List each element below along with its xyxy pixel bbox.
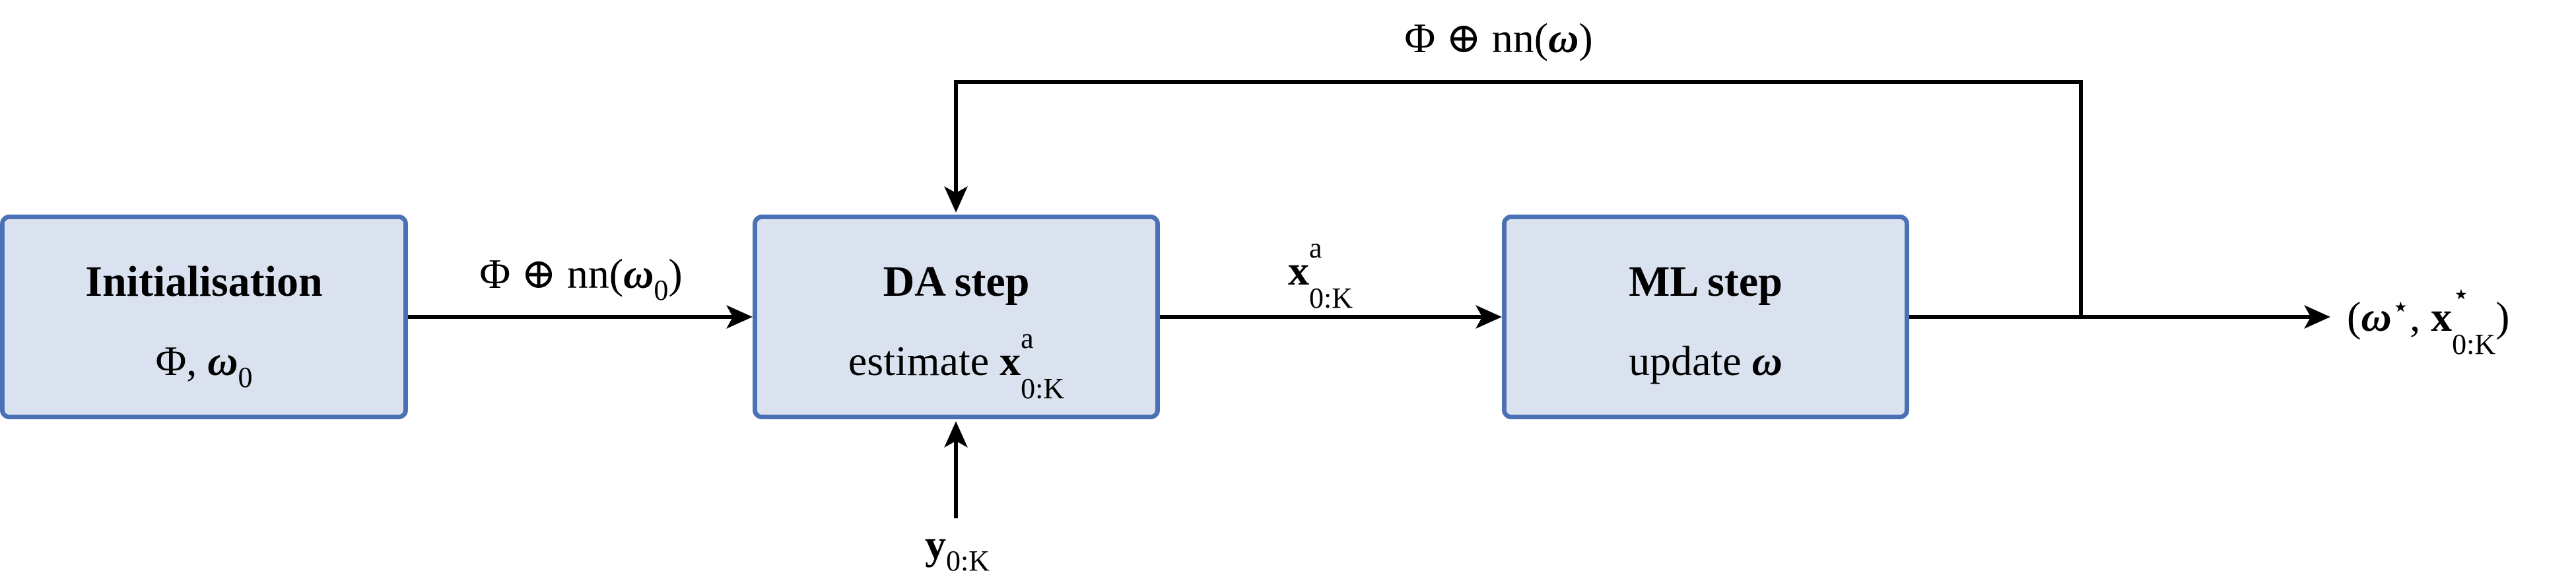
analysis-subscript: 0:K bbox=[1021, 372, 1065, 405]
state-scripts: ⋆ 0:K bbox=[2452, 280, 2495, 359]
omega-symbol: ω bbox=[1548, 15, 1579, 61]
ml-step-title: ML step bbox=[1629, 257, 1782, 306]
analysis-state-symbol: x bbox=[1288, 247, 1309, 294]
arrow-feedback-loop bbox=[944, 80, 2083, 317]
output-label: (ω⋆, x⋆0:K) bbox=[2347, 280, 2571, 359]
analysis-superscript: a bbox=[1021, 322, 1034, 355]
observation-symbol: y bbox=[925, 521, 946, 568]
omega-index: 0 bbox=[654, 274, 669, 306]
analysis-state-scripts: a 0:K bbox=[1021, 324, 1064, 403]
omega-symbol: ω bbox=[1751, 337, 1782, 384]
ml-step-box: ML step update ω bbox=[1502, 215, 1909, 419]
omega-symbol: ω bbox=[2361, 293, 2392, 340]
initialisation-title: Initialisation bbox=[85, 257, 323, 306]
omega-index: 0 bbox=[238, 361, 253, 394]
init-to-da-label: Φ ⊕ nn(ω0) bbox=[449, 248, 713, 306]
analysis-state-scripts: a 0:K bbox=[1309, 234, 1353, 313]
optimal-star: ⋆ bbox=[2391, 291, 2410, 323]
analysis-state-symbol: x bbox=[1000, 337, 1021, 384]
phi-symbol: Φ, bbox=[155, 337, 208, 384]
feedback-label: Φ ⊕ nn(ω) bbox=[1367, 12, 1631, 65]
da-step-title: DA step bbox=[883, 257, 1030, 306]
arrow-ml-to-output bbox=[1909, 305, 2330, 329]
close-paren: ) bbox=[1578, 15, 1593, 61]
observations-label: y0:K bbox=[885, 518, 1030, 577]
da-step-verb: estimate bbox=[848, 337, 1000, 384]
phi-oplus-nn: Φ ⊕ nn( bbox=[1404, 15, 1549, 61]
initialisation-box: Initialisation Φ, ω0 bbox=[0, 215, 408, 419]
arrow-da-to-ml bbox=[1160, 305, 1502, 329]
analysis-subscript: 0:K bbox=[1309, 282, 1353, 315]
ml-step-description: update ω bbox=[1507, 331, 1905, 391]
ml-step-verb: update bbox=[1629, 337, 1752, 384]
open-paren: ( bbox=[2347, 293, 2361, 340]
observation-subscript: 0:K bbox=[946, 545, 990, 577]
arrow-observations-to-da bbox=[944, 421, 968, 518]
analysis-superscript: a bbox=[1309, 232, 1322, 265]
state-subscript: 0:K bbox=[2452, 328, 2496, 361]
comma: , bbox=[2410, 293, 2431, 340]
close-paren: ) bbox=[668, 250, 683, 297]
arrow-init-to-da bbox=[408, 305, 753, 329]
omega-symbol: ω bbox=[623, 250, 654, 297]
phi-oplus-nn: Φ ⊕ nn( bbox=[479, 250, 624, 297]
initialisation-params: Φ, ω0 bbox=[5, 331, 403, 395]
close-paren: ) bbox=[2495, 293, 2510, 340]
omega-symbol: ω bbox=[207, 337, 238, 384]
state-symbol: x bbox=[2431, 293, 2453, 340]
state-superscript: ⋆ bbox=[2452, 278, 2470, 311]
